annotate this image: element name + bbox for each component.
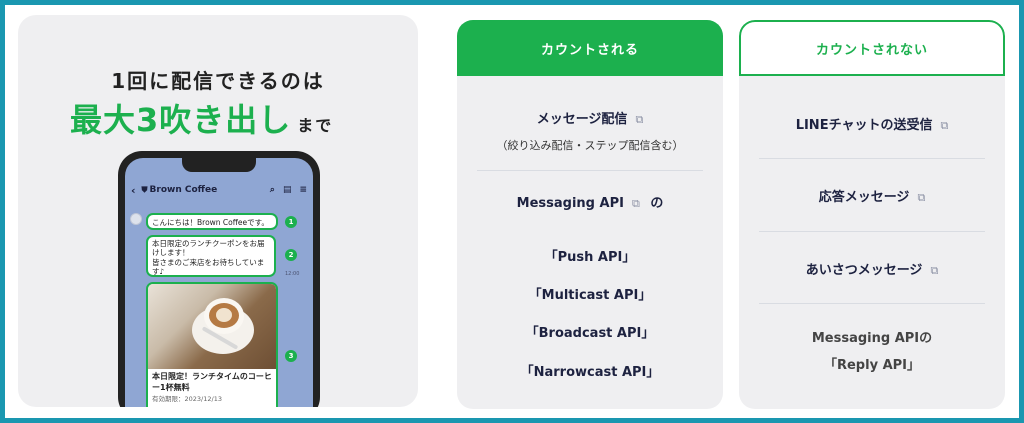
external-link-icon: ⧉ — [940, 119, 949, 132]
divider — [759, 303, 985, 304]
coffee-photo — [148, 284, 276, 369]
auto-reply-label: 応答メッセージ — [818, 190, 910, 205]
headline-highlight: 最大3吹き出し — [70, 101, 292, 139]
message-time: 12:00 — [285, 271, 300, 277]
external-link-icon: ⧉ — [635, 113, 644, 126]
headline-suffix: まで — [297, 116, 334, 135]
message-bubble-3: 本日限定！ランチタイムのコーヒー1杯無料 有効期限：2023/12/13 — [146, 282, 278, 407]
left-illustration-panel: 1回に配信できるのは 最大3吹き出しまで ‹ ⛊ Brown Coffee ⌕ … — [18, 15, 418, 407]
divider — [759, 158, 985, 159]
search-icon: ⌕ — [269, 185, 275, 195]
item-broadcast: メッセージ配信 ⧉ （絞り込み配信・ステップ配信含む） — [457, 108, 723, 153]
phone-screen: ‹ ⛊ Brown Coffee ⌕ ▤ ≡ こんにちは！Brown Coffe… — [125, 158, 313, 407]
item-greeting: あいさつメッセージ ⧉ — [739, 259, 1005, 278]
phone-notch — [182, 158, 256, 172]
greeting-link[interactable]: あいさつメッセージ ⧉ — [806, 263, 939, 278]
not-counted-column: カウントされない LINEチャットの送受信 ⧉ 応答メッセージ ⧉ あいさつメッセー… — [739, 20, 1005, 409]
avatar — [130, 213, 142, 225]
frame: 1回に配信できるのは 最大3吹き出しまで ‹ ⛊ Brown Coffee ⌕ … — [5, 5, 1019, 418]
counted-column: カウントされる メッセージ配信 ⧉ （絞り込み配信・ステップ配信含む） Messa… — [457, 20, 723, 409]
chat-title: Brown Coffee — [149, 185, 218, 195]
card-title: 本日限定！ランチタイムのコーヒー1杯無料 — [152, 372, 272, 392]
phone-mockup: ‹ ⛊ Brown Coffee ⌕ ▤ ≡ こんにちは！Brown Coffe… — [118, 151, 320, 407]
latte-art-shape — [216, 308, 232, 322]
card-meta: 有効期限：2023/12/13 — [152, 394, 222, 403]
item-auto-reply: 応答メッセージ ⧉ — [739, 186, 1005, 205]
broadcast-label: メッセージ配信 — [536, 112, 628, 127]
message-bubble-1: こんにちは！Brown Coffeeです。 — [146, 213, 278, 230]
note-icon: ▤ — [282, 185, 292, 195]
messaging-api-label: Messaging API — [516, 196, 624, 211]
chat-header: ‹ ⛊ Brown Coffee ⌕ ▤ ≡ — [125, 180, 313, 200]
menu-icon: ≡ — [299, 185, 307, 195]
shield-icon: ⛊ — [141, 185, 148, 194]
item-multicast-api: 「Multicast API」 — [528, 288, 652, 303]
messaging-api-link[interactable]: Messaging API ⧉ — [517, 196, 640, 211]
chat-label: LINEチャットの送受信 — [795, 118, 933, 133]
broadcast-sub: （絞り込み配信・ステップ配信含む） — [496, 139, 684, 152]
chevron-left-icon: ‹ — [131, 183, 136, 197]
divider — [759, 231, 985, 232]
divider — [477, 170, 703, 171]
badge-2: 2 — [285, 249, 297, 261]
badge-1: 1 — [285, 216, 297, 228]
external-link-icon: ⧉ — [930, 264, 939, 277]
not-counted-header: カウントされない — [739, 20, 1005, 76]
messaging-api-suffix: の — [650, 196, 664, 211]
reply-api-line1: Messaging APIの — [811, 331, 933, 346]
external-link-icon: ⧉ — [917, 191, 926, 204]
item-messaging-api: Messaging API ⧉ の — [457, 192, 723, 211]
item-reply-api: Messaging APIの 「Reply API」 — [739, 327, 1005, 373]
headline-line1: 1回に配信できるのは — [111, 69, 325, 93]
message-bubble-2: 本日限定のランチクーポンをお届けします！ 皆さまのご来店をお待ちしています♪ — [146, 235, 276, 277]
badge-3: 3 — [285, 350, 297, 362]
counted-header: カウントされる — [457, 20, 723, 76]
greeting-label: あいさつメッセージ — [805, 263, 923, 278]
external-link-icon: ⧉ — [631, 197, 640, 210]
item-chat: LINEチャットの送受信 ⧉ — [739, 114, 1005, 133]
item-broadcast-api: 「Broadcast API」 — [525, 326, 655, 341]
item-push-api: 「Push API」 — [544, 250, 636, 265]
broadcast-link[interactable]: メッセージ配信 ⧉ — [537, 112, 644, 127]
chat-link[interactable]: LINEチャットの送受信 ⧉ — [796, 118, 949, 133]
headline-line2: 最大3吹き出しまで — [70, 95, 333, 141]
item-narrowcast-api: 「Narrowcast API」 — [520, 365, 660, 380]
reply-api-line2: 「Reply API」 — [823, 358, 920, 373]
auto-reply-link[interactable]: 応答メッセージ ⧉ — [819, 190, 926, 205]
